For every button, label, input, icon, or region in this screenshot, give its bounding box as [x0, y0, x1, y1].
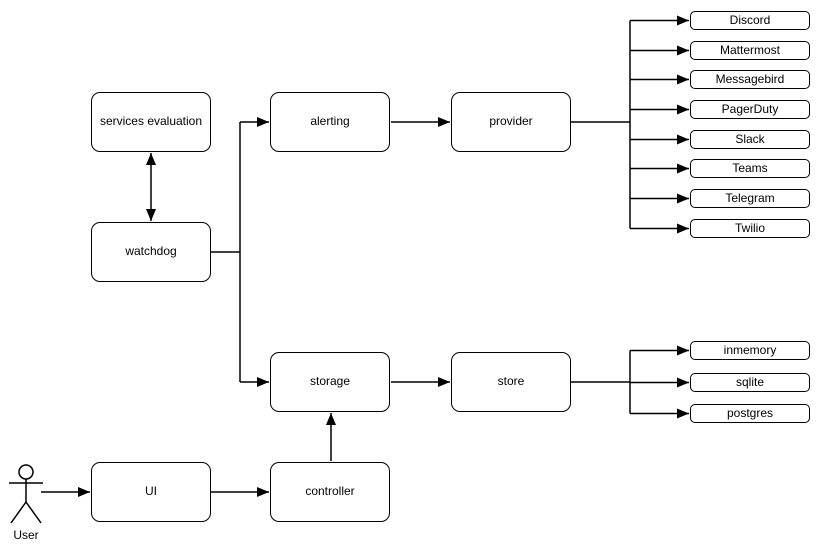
node-provider-twilio: Twilio — [690, 219, 810, 238]
node-provider-mattermost: Mattermost — [690, 41, 810, 60]
node-watchdog-label: watchdog — [125, 244, 177, 259]
provider-item-label: Discord — [729, 12, 771, 27]
provider-item-label: Slack — [735, 131, 765, 146]
user-actor-icon — [9, 464, 43, 524]
node-provider-teams: Teams — [690, 159, 810, 178]
node-storage-label: storage — [309, 374, 351, 389]
user-actor-label: User — [13, 528, 39, 542]
node-provider-pagerduty: PagerDuty — [690, 100, 810, 119]
node-storage: storage — [270, 352, 390, 412]
node-provider-slack: Slack — [690, 130, 810, 149]
node-provider: provider — [451, 92, 571, 152]
node-watchdog: watchdog — [91, 222, 211, 282]
provider-item-label: Mattermost — [719, 42, 780, 57]
provider-item-label: Telegram — [725, 190, 775, 205]
provider-item-label: PagerDuty — [721, 101, 779, 116]
node-provider-messagebird: Messagebird — [690, 70, 810, 89]
node-provider-label: provider — [489, 114, 533, 129]
node-provider-telegram: Telegram — [690, 189, 810, 208]
store-item-label: postgres — [726, 405, 774, 420]
node-store-inmemory: inmemory — [690, 341, 810, 360]
node-controller-label: controller — [305, 484, 355, 499]
store-item-label: sqlite — [735, 374, 764, 389]
store-item-label: inmemory — [723, 342, 777, 357]
node-provider-discord: Discord — [690, 11, 810, 30]
node-store: store — [451, 352, 571, 412]
node-alerting-label: alerting — [310, 114, 350, 129]
node-services-evaluation: services evaluation — [91, 92, 211, 152]
node-ui: UI — [91, 462, 211, 522]
node-alerting: alerting — [270, 92, 390, 152]
provider-item-label: Teams — [732, 160, 768, 175]
provider-item-label: Messagebird — [715, 71, 785, 86]
node-store-label: store — [497, 374, 525, 389]
node-controller: controller — [270, 462, 390, 522]
node-services-evaluation-label: services evaluation — [99, 114, 203, 129]
provider-item-label: Twilio — [734, 220, 765, 235]
node-store-postgres: postgres — [690, 404, 810, 423]
node-store-sqlite: sqlite — [690, 373, 810, 392]
node-ui-label: UI — [145, 484, 157, 499]
